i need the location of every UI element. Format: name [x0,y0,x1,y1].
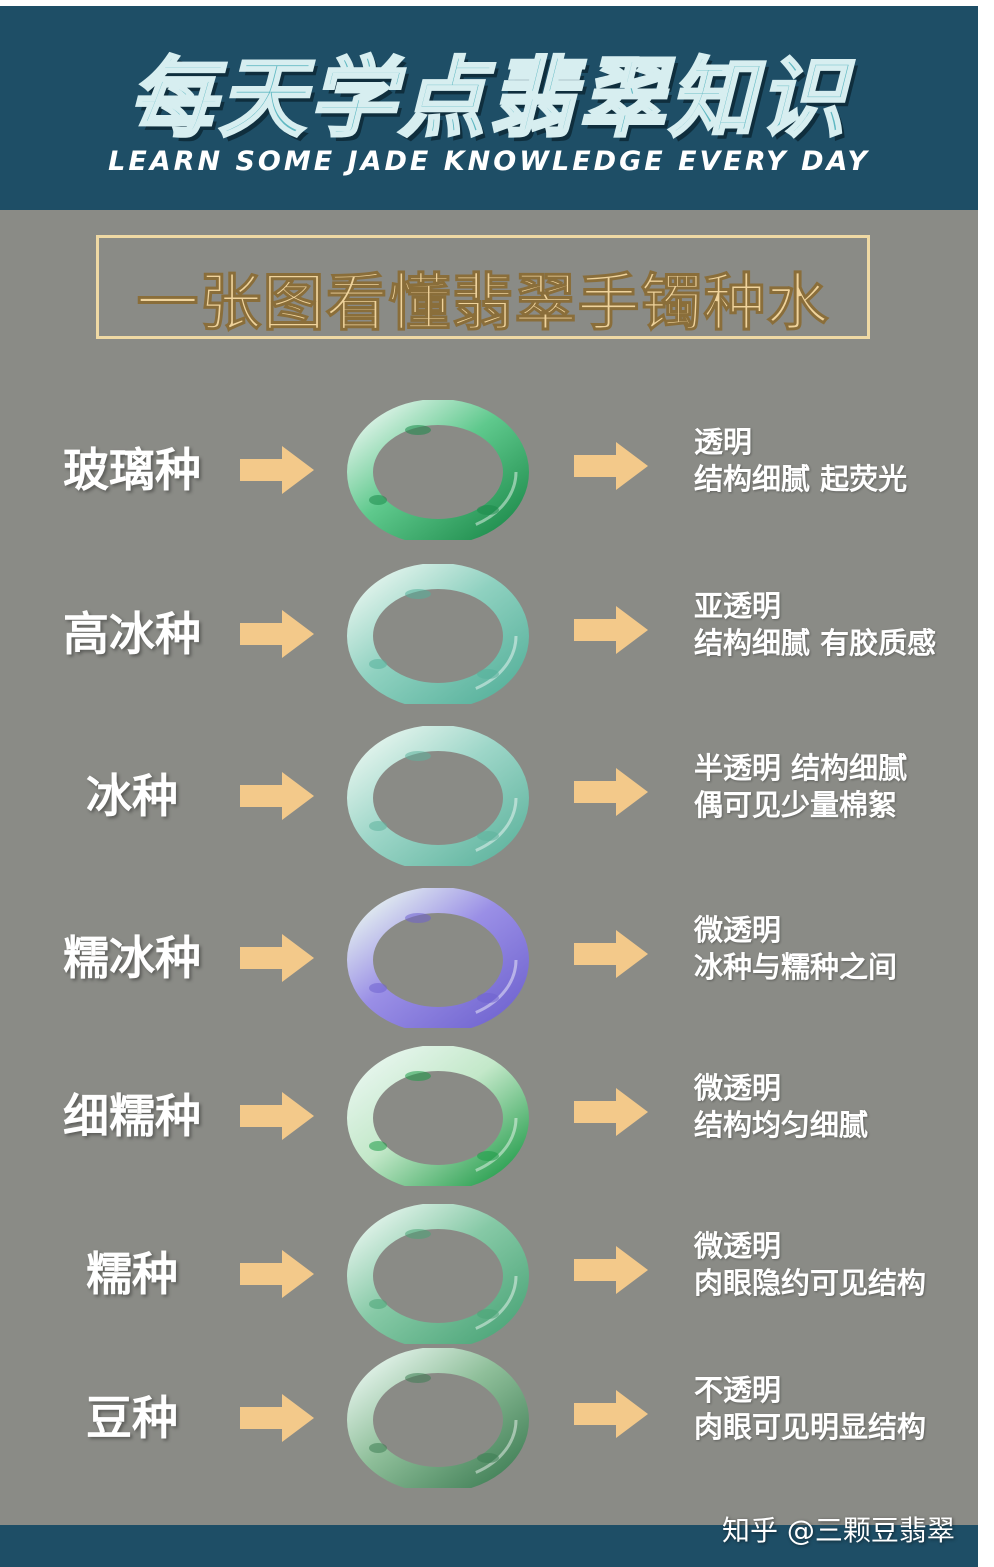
subtitle: 一张图看懂翡翠手镯种水 [136,266,830,340]
bangle-pattern [369,1299,387,1309]
arrow-right-icon [240,610,314,658]
subtitle-frame: 一张图看懂翡翠手镯种水 [96,235,870,340]
bangle-pattern [405,1229,431,1239]
arrow-right-icon [574,1246,648,1294]
description-line: 透明 [694,425,753,459]
bangle-highlight [358,736,518,860]
bangle-pattern [405,425,431,435]
grade-name: 豆种 [86,1391,178,1445]
grade-description: 微透明 冰种与糯种之间 [694,912,974,986]
description-line: 偶可见少量棉絮 [694,788,898,822]
bangle-highlight [358,410,518,534]
bangle-pattern [369,495,387,505]
description-line: 微透明 [694,1071,782,1105]
arrow-right-icon [240,1092,314,1140]
description-line: 亚透明 [694,589,782,623]
grade-name: 高冰种 [63,607,201,661]
grade-name: 糯种 [86,1247,178,1301]
bangle-pattern [405,589,431,599]
main-title-english: LEARN SOME JADE KNOWLEDGE EVERY DAY [108,146,870,177]
description-line: 肉眼隐约可见结构 [694,1266,927,1300]
grade-description: 透明 结构细腻 起荧光 [694,424,974,498]
description-line: 不透明 [694,1373,782,1407]
bangle-pattern [369,1141,387,1151]
arrow-right-icon [240,446,314,494]
grade-description: 微透明 结构均匀细腻 [694,1070,974,1144]
bangle-pattern [405,1071,431,1081]
grade-row: 高冰种 亚透明 结构细腻 有胶质感 [0,558,978,708]
grade-name: 糯冰种 [63,931,201,985]
bangle-ring [347,564,529,704]
grade-row: 糯冰种 微透明 冰种与糯种之间 [0,882,978,1032]
bangle-ring [347,1348,529,1488]
bangle-pattern [477,505,499,515]
bangle-pattern [405,751,431,761]
bangle-pattern [477,831,499,841]
description-line: 肉眼可见明显结构 [694,1410,927,1444]
description-line: 半透明 结构细腻 [694,751,908,785]
grade-description: 不透明 肉眼可见明显结构 [694,1372,974,1446]
grade-row: 玻璃种 透明 结构细腻 起荧光 [0,394,978,544]
description-line: 微透明 [694,913,782,947]
arrow-right-icon [574,768,648,816]
grade-row: 豆种 不透明 肉眼可见明显结构 [0,1342,978,1492]
bangle-pattern [405,913,431,923]
grade-name: 玻璃种 [63,443,201,497]
arrow-right-icon [574,442,648,490]
bangle-pattern [477,1453,499,1463]
arrow-right-icon [574,930,648,978]
bangle-ring [347,400,529,540]
bangle-ring [347,888,529,1028]
grade-description: 亚透明 结构细腻 有胶质感 [694,588,974,662]
grade-name: 冰种 [86,769,178,823]
bangle-highlight [358,1056,518,1180]
grade-name: 细糯种 [63,1089,201,1143]
grade-row: 糯种 微透明 肉眼隐约可见结构 [0,1198,978,1348]
arrow-right-icon [574,1088,648,1136]
description-line: 结构均匀细腻 [694,1108,869,1142]
arrow-right-icon [240,934,314,982]
main-title: 每天学点翡翠知识 [128,48,849,151]
bangle-pattern [477,993,499,1003]
bangle-ring [347,726,529,866]
bangle-highlight [358,574,518,698]
poster: 每天学点翡翠知识 LEARN SOME JADE KNOWLEDGE EVERY… [0,6,978,1567]
header-banner: 每天学点翡翠知识 LEARN SOME JADE KNOWLEDGE EVERY… [0,6,978,210]
bangle-pattern [477,1151,499,1161]
arrow-right-icon [574,606,648,654]
grade-row: 细糯种 微透明 结构均匀细腻 [0,1040,978,1190]
footer-bar [0,1525,978,1567]
bangle-pattern [369,1443,387,1453]
bangle-pattern [477,1309,499,1319]
bangle-image [347,888,529,1028]
arrow-right-icon [240,1250,314,1298]
arrow-right-icon [574,1390,648,1438]
bangle-highlight [358,898,518,1022]
bangle-image [347,726,529,866]
arrow-right-icon [240,772,314,820]
grade-row: 冰种 半透明 结构细腻 偶可见少量棉絮 [0,720,978,870]
bangle-pattern [477,669,499,679]
bangle-image [347,1348,529,1488]
grade-description: 半透明 结构细腻 偶可见少量棉絮 [694,750,974,824]
bangle-ring [347,1046,529,1186]
grade-description: 微透明 肉眼隐约可见结构 [694,1228,974,1302]
bangle-pattern [369,983,387,993]
bangle-pattern [369,659,387,669]
bangle-ring [347,1204,529,1344]
bangle-pattern [405,1373,431,1383]
description-line: 结构细腻 有胶质感 [694,626,937,660]
bangle-image [347,564,529,704]
bangle-image [347,1046,529,1186]
bangle-highlight [358,1358,518,1482]
description-line: 结构细腻 起荧光 [694,462,908,496]
bangle-highlight [358,1214,518,1338]
description-line: 冰种与糯种之间 [694,950,898,984]
description-line: 微透明 [694,1229,782,1263]
bangle-image [347,400,529,540]
arrow-right-icon [240,1394,314,1442]
bangle-image [347,1204,529,1344]
watermark: 知乎 @三颗豆翡翠 [722,1514,955,1547]
bangle-pattern [369,821,387,831]
